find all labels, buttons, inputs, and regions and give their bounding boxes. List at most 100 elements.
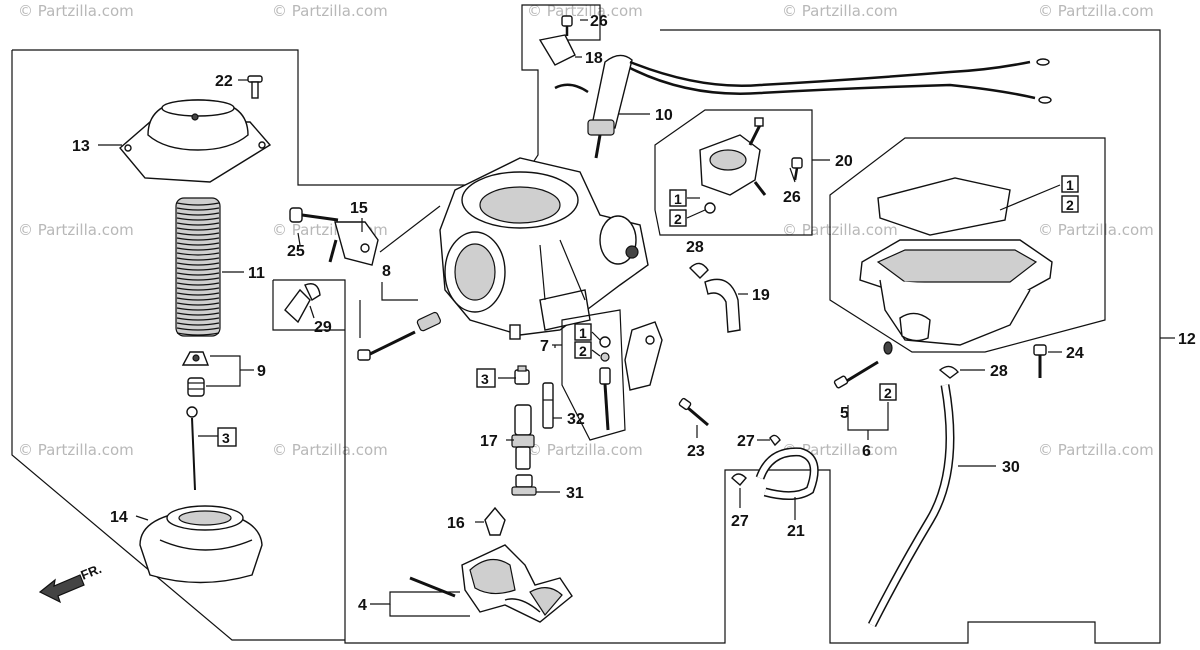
boxed-label-2: 2 [1061,195,1079,213]
watermark: © Partzilla.com [18,2,134,20]
valve-assembly-frame [654,109,813,236]
part-label-6[interactable]: 6 [862,443,871,460]
part-label-27[interactable]: 27 [737,433,755,450]
part-label-20[interactable]: 20 [835,153,853,170]
part-label-22[interactable]: 22 [215,73,233,90]
part-label-19[interactable]: 19 [752,287,770,304]
part-label-29[interactable]: 29 [314,319,332,336]
part-label-18[interactable]: 18 [585,50,603,67]
boxed-label-2: 2 [879,383,897,401]
jet-part-31 [511,474,537,496]
clip-part-28 [938,365,959,379]
jet-needle [186,406,198,491]
spring-coil [176,332,220,336]
float-chamber-part-12 [859,177,1053,378]
boxed-label-1-text: 1 [1066,177,1074,193]
part-label-32[interactable]: 32 [567,411,585,428]
spring-coil [176,237,220,241]
part-label-28[interactable]: 28 [686,239,704,256]
part-label-26-b[interactable]: 26 [783,189,801,206]
part-label-27-b[interactable]: 27 [731,513,749,530]
spring-coil [176,227,220,231]
part-label-23[interactable]: 23 [687,443,705,460]
pilot-screw-part-7 [561,309,663,441]
spring-coil [176,257,220,261]
watermark: © Partzilla.com [272,2,388,20]
needle-jet-part-17 [511,404,535,470]
spring-coil [176,307,220,311]
part-label-17[interactable]: 17 [480,433,498,450]
screw-part-8 [357,311,442,361]
boxed-label-2-text: 2 [1066,197,1074,213]
spring-coil [176,242,220,246]
part-label-15[interactable]: 15 [350,200,368,217]
part-label-7[interactable]: 7 [540,338,549,355]
spring-coil [176,247,220,251]
part-label-12[interactable]: 12 [1178,331,1196,348]
spring-coil [176,202,220,206]
drain-screw-part-5 [833,341,893,389]
front-direction-arrow: FR. [38,561,104,604]
spring-coil [176,312,220,316]
spring-coil [176,222,220,226]
part-label-4[interactable]: 4 [358,597,367,614]
spring-coil [176,267,220,271]
spring-coil [176,212,220,216]
part-label-31[interactable]: 31 [566,485,584,502]
watermark: © Partzilla.com [272,441,388,459]
part-label-24[interactable]: 24 [1066,345,1084,362]
boxed-label-1: 1 [1061,175,1079,193]
watermark: © Partzilla.com [527,441,643,459]
spring-coil [176,232,220,236]
clamp-part-18 [538,15,589,94]
spring-coil [176,217,220,221]
direction-label: FR. [79,561,104,583]
center-frame-outline [273,29,1161,644]
float-chamber-frame [829,137,1106,353]
float-part-4 [409,544,573,623]
watermark: © Partzilla.com [782,2,898,20]
boxed-label-1-text: 1 [674,191,682,207]
watermark: © Partzilla.com [527,2,643,20]
boxed-label-3: 3 [217,427,237,447]
boxed-label-3-text: 3 [222,430,230,446]
part-label-16[interactable]: 16 [447,515,465,532]
boxed-label-3: 3 [476,368,496,388]
part-label-26[interactable]: 26 [590,13,608,30]
part-label-5[interactable]: 5 [840,405,849,422]
part-label-14[interactable]: 14 [110,509,128,526]
breather-tube-part-21 [731,434,819,500]
spring-coil [176,327,220,331]
part-label-11[interactable]: 11 [248,265,265,282]
cover-part-13 [119,99,272,183]
part-label-30[interactable]: 30 [1002,459,1020,476]
boxed-label-3-text: 3 [481,371,489,387]
spring-coil [176,252,220,256]
boxed-label-2: 2 [669,209,687,227]
part-label-28-b[interactable]: 28 [990,363,1008,380]
watermark: © Partzilla.com [1038,221,1154,239]
boxed-label-1: 1 [669,189,687,207]
part-label-10[interactable]: 10 [655,107,673,124]
part-label-8[interactable]: 8 [382,263,391,280]
part-label-9[interactable]: 9 [257,363,266,380]
leader-lines [98,19,1175,617]
screw-part-22 [247,75,263,99]
spring-coil [176,272,220,276]
screw-part-23 [678,397,709,427]
main-jet-part-3 [514,365,530,385]
carburetor-body [439,157,649,340]
spring-coil [176,322,220,326]
part-label-21[interactable]: 21 [787,523,805,540]
drain-tube-part-30 [867,384,955,628]
boxed-label-2-text: 2 [674,211,682,227]
part-label-25[interactable]: 25 [287,243,305,260]
boxed-label-2: 2 [574,341,592,359]
spring-coil [176,262,220,266]
center-frame-outline [272,280,345,331]
boxed-label-1-text: 1 [579,325,587,341]
spring-coil [176,297,220,301]
part-label-13[interactable]: 13 [72,138,90,155]
left-frame-outline [11,50,345,641]
